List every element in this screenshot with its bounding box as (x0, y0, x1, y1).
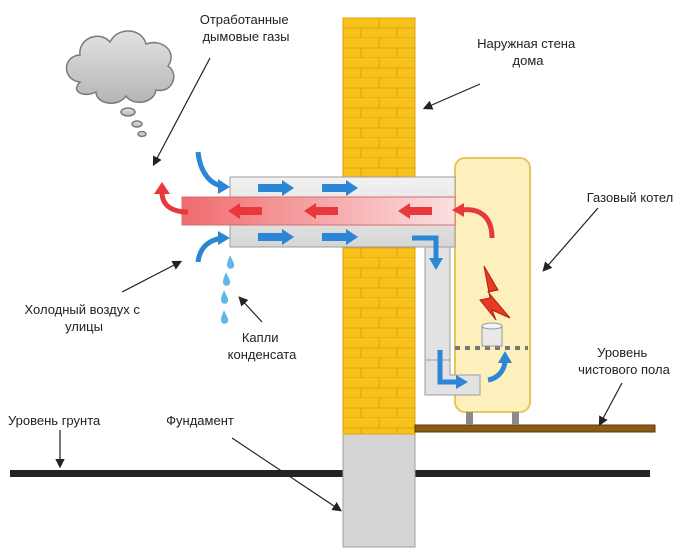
label-outer-wall: Наружная стена дома (477, 36, 579, 68)
ground-line (10, 470, 650, 477)
cold-air-arrows-bottom (258, 229, 358, 245)
exhaust-arrows (228, 203, 432, 219)
duct-bottom-arrowhead (456, 375, 468, 389)
flame-icon (479, 265, 511, 321)
duct-down-arrow (412, 235, 439, 262)
exhaust-exit-arrowhead (154, 182, 170, 194)
pointer-cold-air (121, 260, 183, 293)
floor-board (414, 424, 656, 433)
label-condensate: Капли конденсата (228, 330, 297, 362)
cold-air-inlet-arrowhead-top (218, 179, 230, 194)
label-floor-level: Уровень чистового пола (578, 345, 670, 377)
pointer-wall (422, 83, 481, 110)
label-gas-boiler: Газовый котел (587, 190, 674, 205)
label-foundation: Фундамент (166, 413, 234, 428)
label-exhaust-gases: Отработанные дымовые газы (200, 12, 293, 44)
label-ground-level: Уровень грунта (8, 413, 101, 428)
pointer-floor (598, 382, 623, 427)
duct-down-arrowhead (429, 258, 443, 270)
foundation (342, 433, 416, 548)
pointer-boiler (542, 207, 599, 272)
exhaust-inlet-arrowhead (452, 203, 464, 217)
label-cold-air: Холодный воздух с улицы (25, 302, 144, 334)
cold-air-arrows-top (258, 180, 358, 196)
boiler-leg-left (466, 412, 473, 425)
burner-air-arrowhead (498, 351, 512, 363)
pointer-exhaust (152, 57, 211, 167)
duct-bottom-arrow (437, 350, 460, 385)
pointer-foundation (231, 437, 342, 512)
pointer-condensate (238, 296, 263, 323)
exhaust-exit-arrow (159, 191, 189, 215)
cold-air-inlet-arrowhead-bottom (218, 231, 230, 245)
exhaust-inlet-arrow (461, 207, 495, 239)
condensate-drops (221, 255, 235, 324)
burner (481, 322, 503, 347)
boiler-leg-right (512, 412, 519, 425)
smoke-cloud (65, 30, 175, 138)
